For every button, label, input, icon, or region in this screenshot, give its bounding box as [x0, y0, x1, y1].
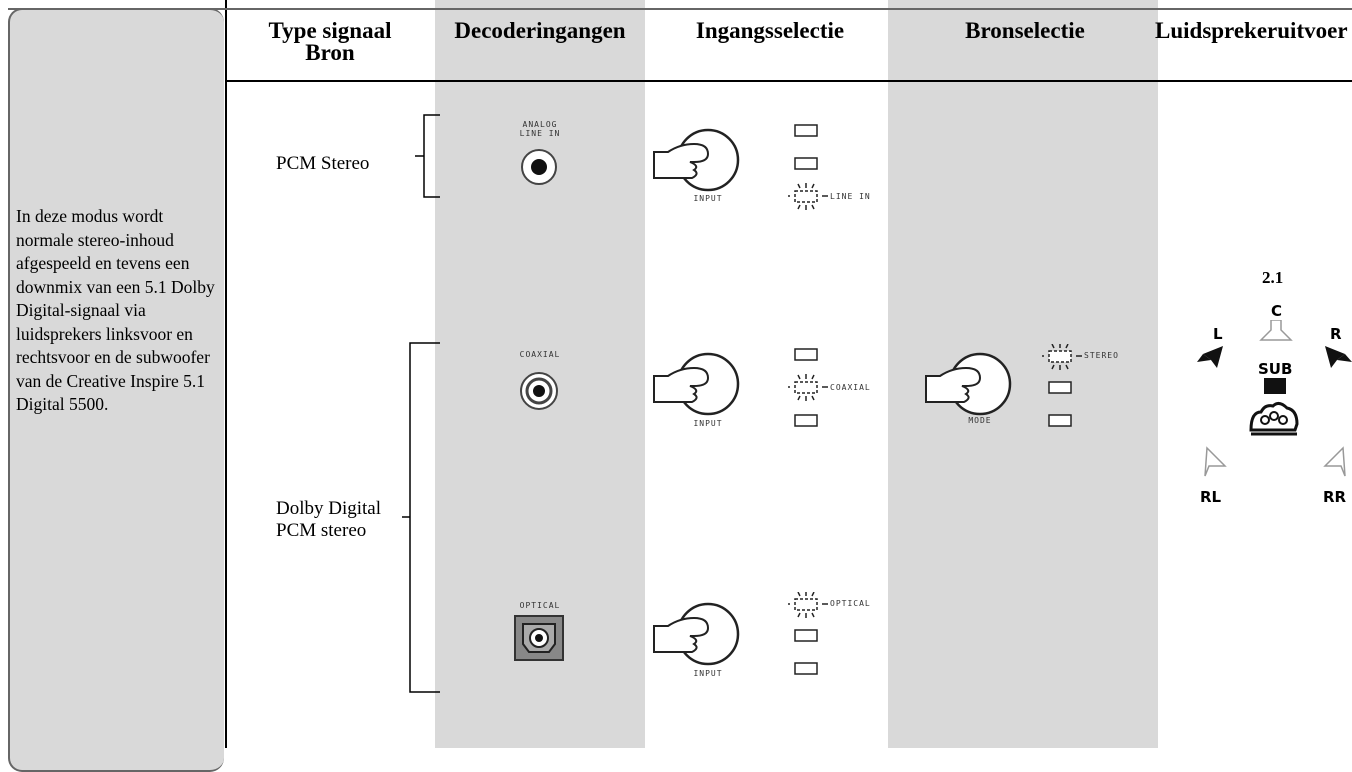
led-group-optical	[788, 592, 828, 675]
speaker-r-label: R	[1330, 325, 1342, 343]
source-dolby-digital: Dolby Digital PCM stereo	[276, 498, 382, 541]
header-decoder-inputs: Decoderingangen	[454, 18, 626, 43]
led-group-stereo	[1042, 344, 1082, 427]
speaker-c-label: C	[1271, 302, 1283, 320]
led-label-stereo: STEREO	[1084, 351, 1119, 360]
header-speaker-output: Luidsprekeruitvoer	[1155, 18, 1348, 43]
coaxial-input-label: COAXIAL	[519, 350, 561, 359]
led-group-line-in	[788, 124, 828, 210]
input-knob-label-1: INPUT	[693, 194, 723, 203]
header-source-select: Bronselectie	[965, 18, 1085, 43]
led-label-coaxial: COAXIAL	[830, 383, 871, 392]
input-knob-icon-1	[653, 128, 740, 192]
input-knob-icon-3	[653, 602, 740, 666]
mode-knob-icon	[925, 352, 1012, 416]
source-select-column	[888, 0, 1158, 748]
speaker-rl-label: RL	[1200, 488, 1222, 506]
mode-description: In deze modus wordt normale stereo-inhou…	[16, 206, 215, 414]
speaker-l-label: L	[1213, 325, 1223, 343]
optical-input-label: OPTICAL	[519, 601, 561, 610]
speaker-mode-label: 2.1	[1262, 268, 1284, 287]
mode-knob-label: MODE	[968, 416, 992, 425]
input-knob-label-2: INPUT	[693, 419, 723, 428]
speaker-diagram-icon	[1197, 320, 1352, 477]
coaxial-jack-icon	[520, 372, 558, 410]
analog-input-label: ANALOG LINE IN	[519, 120, 561, 138]
led-label-optical: OPTICAL	[830, 599, 871, 608]
header-input-select: Ingangsselectie	[695, 18, 845, 43]
optical-port-icon	[514, 615, 564, 661]
header-type-source: Type signaal Bron	[268, 18, 392, 65]
top-border	[8, 8, 1352, 10]
description-panel	[8, 8, 224, 772]
speaker-sub-label: SUB	[1258, 360, 1293, 378]
speaker-rr-label: RR	[1323, 488, 1347, 506]
led-group-coaxial	[788, 348, 828, 427]
header-divider	[227, 80, 1352, 82]
column-divider	[225, 0, 227, 748]
analog-jack-icon	[521, 149, 557, 185]
input-knob-icon-2	[653, 352, 740, 416]
source-pcm-stereo: PCM Stereo	[276, 153, 370, 174]
input-knob-label-3: INPUT	[693, 669, 723, 678]
led-label-line-in: LINE IN	[830, 192, 871, 201]
source-brackets	[402, 114, 440, 693]
